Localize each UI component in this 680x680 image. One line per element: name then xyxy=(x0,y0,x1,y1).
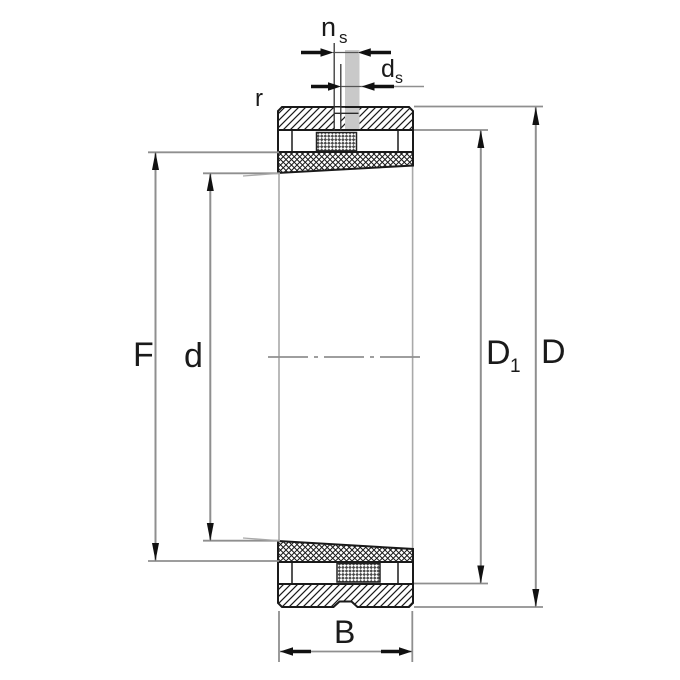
ns-left-arrow xyxy=(301,48,334,57)
label-ns-subscript: s xyxy=(339,28,348,47)
ds-left-arrow xyxy=(311,82,341,91)
dimension-D: D xyxy=(414,105,566,608)
label-D: D xyxy=(541,333,566,371)
label-D1: D xyxy=(486,334,511,372)
top-cage-block xyxy=(315,131,358,152)
label-d: d xyxy=(184,337,203,375)
F-bottom-arrow xyxy=(152,543,159,561)
dimension-ds: d s xyxy=(311,55,424,91)
D-bottom-arrow xyxy=(532,589,540,607)
lubrication-hole-highlight xyxy=(345,50,360,131)
label-r: r xyxy=(255,85,263,112)
D1-top-arrow xyxy=(477,130,485,148)
bearing-bottom-section xyxy=(277,539,414,608)
dimension-B: B xyxy=(278,611,414,662)
top-inner-ring xyxy=(277,151,414,175)
d-top-taper-extension xyxy=(242,172,281,177)
D1-bottom-arrow xyxy=(477,565,485,584)
label-D1-subscript: 1 xyxy=(510,356,521,377)
label-ds-subscript: s xyxy=(395,70,403,87)
ns-right-arrow xyxy=(357,48,391,57)
bottom-outer-ring xyxy=(277,583,414,608)
B-right-arrow xyxy=(381,647,412,656)
d-top-arrow xyxy=(206,173,214,191)
bottom-cage-block xyxy=(336,562,381,583)
d-bottom-arrow xyxy=(206,523,214,541)
D-top-arrow xyxy=(532,107,540,125)
bottom-inner-ring xyxy=(277,539,414,563)
dimension-d: d xyxy=(184,172,281,542)
ds-right-arrow xyxy=(361,82,394,91)
B-left-arrow xyxy=(280,647,311,656)
F-top-arrow xyxy=(152,152,159,170)
bearing-top-section xyxy=(277,50,414,175)
dimension-D1: D 1 xyxy=(414,129,521,585)
label-B: B xyxy=(334,614,355,650)
label-ds: d xyxy=(381,55,395,83)
d-bottom-taper-extension xyxy=(242,537,281,542)
dimension-ns: n s xyxy=(301,12,391,131)
top-lubrication-hole-channel xyxy=(334,107,341,131)
dimension-F: F xyxy=(133,151,279,562)
label-ns: n xyxy=(321,12,336,42)
label-F: F xyxy=(133,336,154,374)
